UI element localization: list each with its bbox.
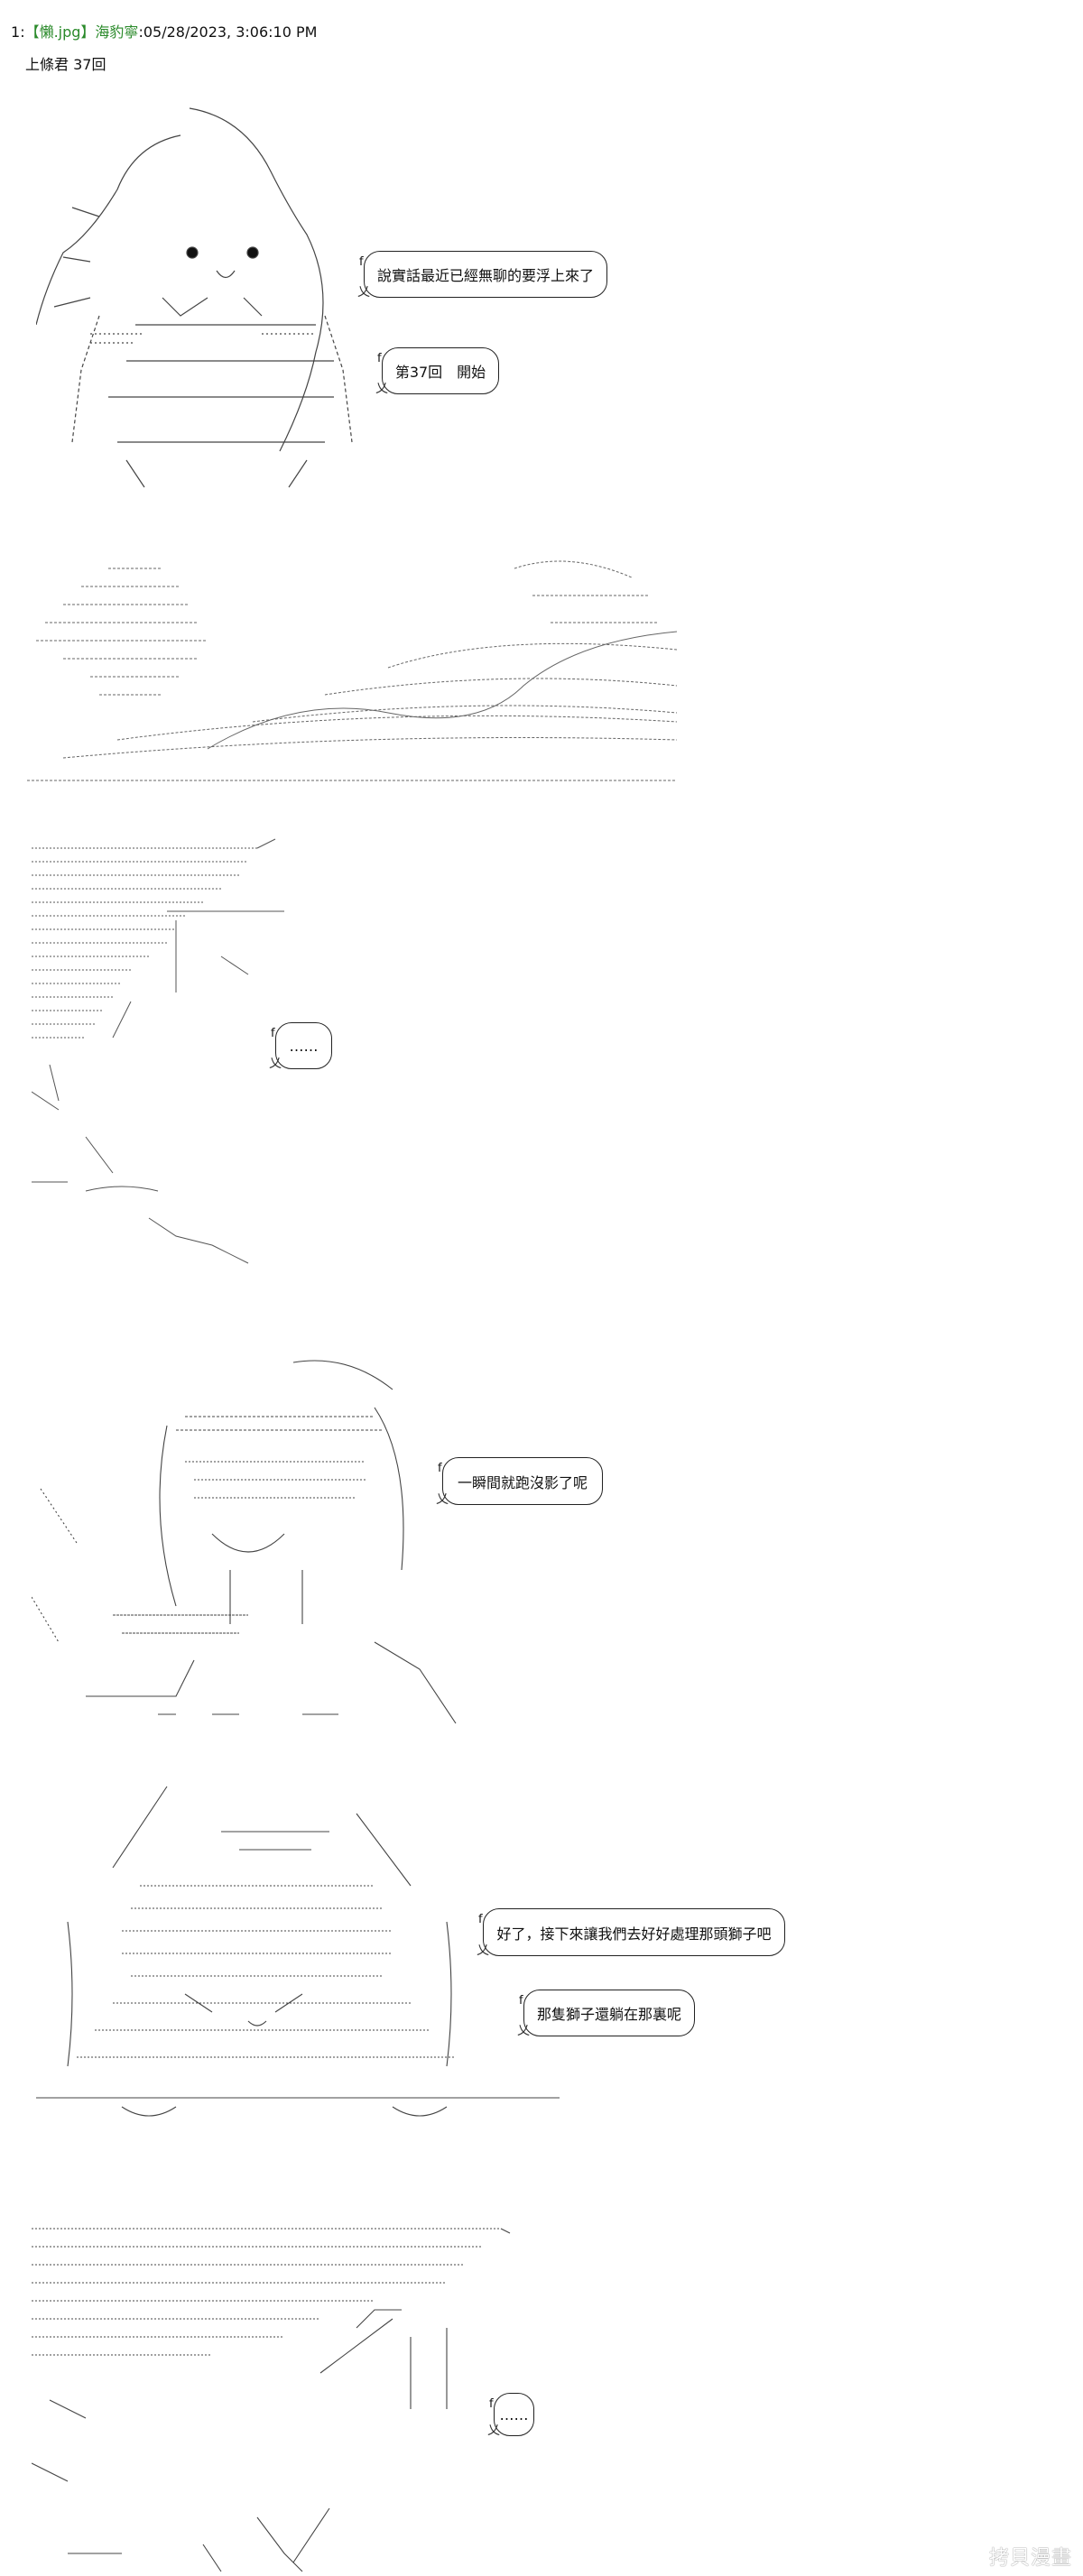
post-timestamp: :05/28/2023, 3:06:10 PM [138, 23, 318, 41]
post-title: 上條君 37回 [25, 56, 106, 73]
separator: : [20, 23, 25, 41]
post-author[interactable]: 【懶.jpg】海豹寧 [24, 23, 139, 41]
speech-bubble: 那隻獅子還躺在那裏呢 [517, 1990, 695, 2039]
ascii-art-landscape [27, 532, 677, 785]
ascii-art-character-4 [32, 2193, 537, 2576]
speech-bubble: 第37回 開始 [375, 347, 499, 397]
speech-bubble: 說實話最近已經無聊的要浮上來了 [357, 251, 607, 300]
ascii-art-character-3 [32, 1777, 564, 2129]
post-header: 1:【懶.jpg】海豹寧:05/28/2023, 3:06:10 PM [11, 20, 317, 42]
post-number: 1 [11, 23, 21, 41]
speech-bubble: 一瞬間就跑沒影了呢 [436, 1457, 603, 1508]
ascii-art-sky-fall [32, 821, 420, 1281]
speech-bubble: 好了，接下來讓我們去好好處理那頭獅子吧 [477, 1908, 785, 1959]
watermark: 拷貝漫畫 [988, 2547, 1072, 2570]
speech-bubble: …… [269, 1022, 332, 1072]
ascii-art-character-2 [32, 1353, 492, 1732]
speech-bubble: …… [487, 2393, 534, 2439]
ascii-art-character-1 [36, 99, 361, 496]
